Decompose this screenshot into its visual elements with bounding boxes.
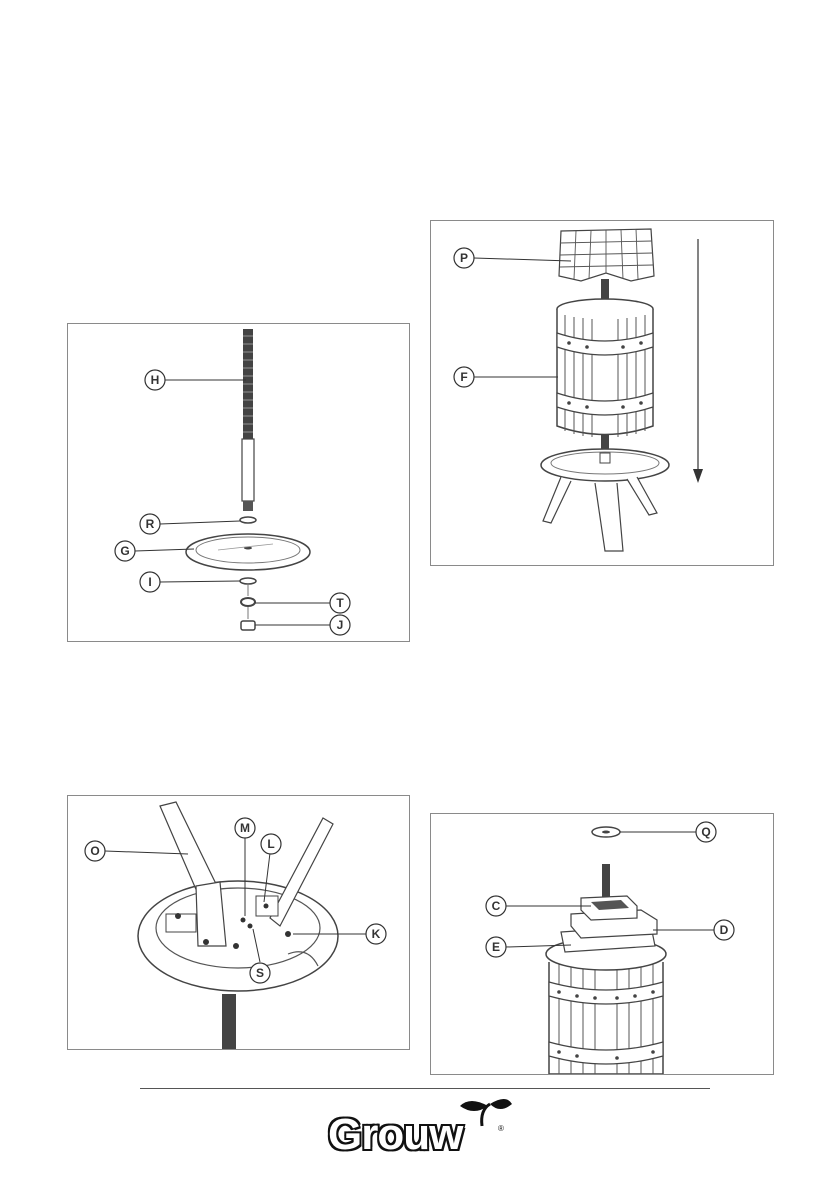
label-g: G	[115, 541, 135, 561]
base-plate	[186, 534, 310, 570]
diagram-panel-basket-assembly: P F	[430, 220, 774, 566]
label-j: J	[330, 615, 350, 635]
svg-text:Q: Q	[701, 825, 710, 839]
label-k: K	[366, 924, 386, 944]
svg-text:P: P	[460, 251, 468, 265]
label-r: R	[140, 514, 160, 534]
svg-text:S: S	[256, 966, 264, 980]
wooden-basket	[557, 299, 653, 437]
threaded-rod	[242, 329, 254, 511]
screw-assembly-drawing: H R G I T J	[68, 324, 409, 641]
washer-r	[240, 517, 256, 523]
diagram-panel-pressing-blocks: Q C D E	[430, 813, 774, 1075]
label-t: T	[330, 593, 350, 613]
registered-mark: ®	[498, 1124, 504, 1133]
label-o: O	[85, 841, 105, 861]
svg-text:T: T	[336, 596, 344, 610]
svg-text:J: J	[337, 618, 344, 632]
svg-text:M: M	[240, 821, 250, 835]
label-l: L	[261, 834, 281, 854]
svg-text:G: G	[120, 544, 129, 558]
svg-text:E: E	[492, 940, 500, 954]
label-e: E	[486, 937, 506, 957]
diagram-panel-screw-assembly: H R G I T J	[67, 323, 410, 642]
label-s: S	[250, 963, 270, 983]
washer-t	[241, 598, 255, 606]
diagram-panel-stand-legs: O M L K S	[67, 795, 410, 1050]
stand-legs-drawing: O M L K S	[68, 796, 409, 1049]
tray-underside	[138, 881, 338, 991]
svg-text:L: L	[267, 837, 274, 851]
grouw-logo: Grouw ®	[320, 1096, 520, 1166]
label-q: Q	[696, 822, 716, 842]
svg-text:H: H	[151, 373, 160, 387]
pressing-blocks	[561, 896, 657, 952]
svg-text:K: K	[372, 927, 381, 941]
label-h: H	[145, 370, 165, 390]
stand-tray	[541, 449, 669, 551]
label-c: C	[486, 896, 506, 916]
brand-wordmark: Grouw	[328, 1110, 462, 1160]
pressing-blocks-drawing: Q C D E	[431, 814, 773, 1074]
label-d: D	[714, 920, 734, 940]
svg-text:D: D	[720, 923, 729, 937]
label-p: P	[454, 248, 474, 268]
press-grid	[559, 229, 654, 281]
basket-assembly-drawing: P F	[431, 221, 773, 565]
label-f: F	[454, 367, 474, 387]
washer-i	[240, 578, 256, 584]
nut-j	[241, 621, 255, 630]
svg-text:F: F	[460, 370, 467, 384]
svg-text:O: O	[90, 844, 99, 858]
svg-text:I: I	[148, 575, 151, 589]
basket-body	[546, 938, 666, 1074]
svg-text:C: C	[492, 899, 501, 913]
label-i: I	[140, 572, 160, 592]
svg-text:R: R	[146, 517, 155, 531]
label-m: M	[235, 818, 255, 838]
footer-divider	[140, 1088, 710, 1089]
